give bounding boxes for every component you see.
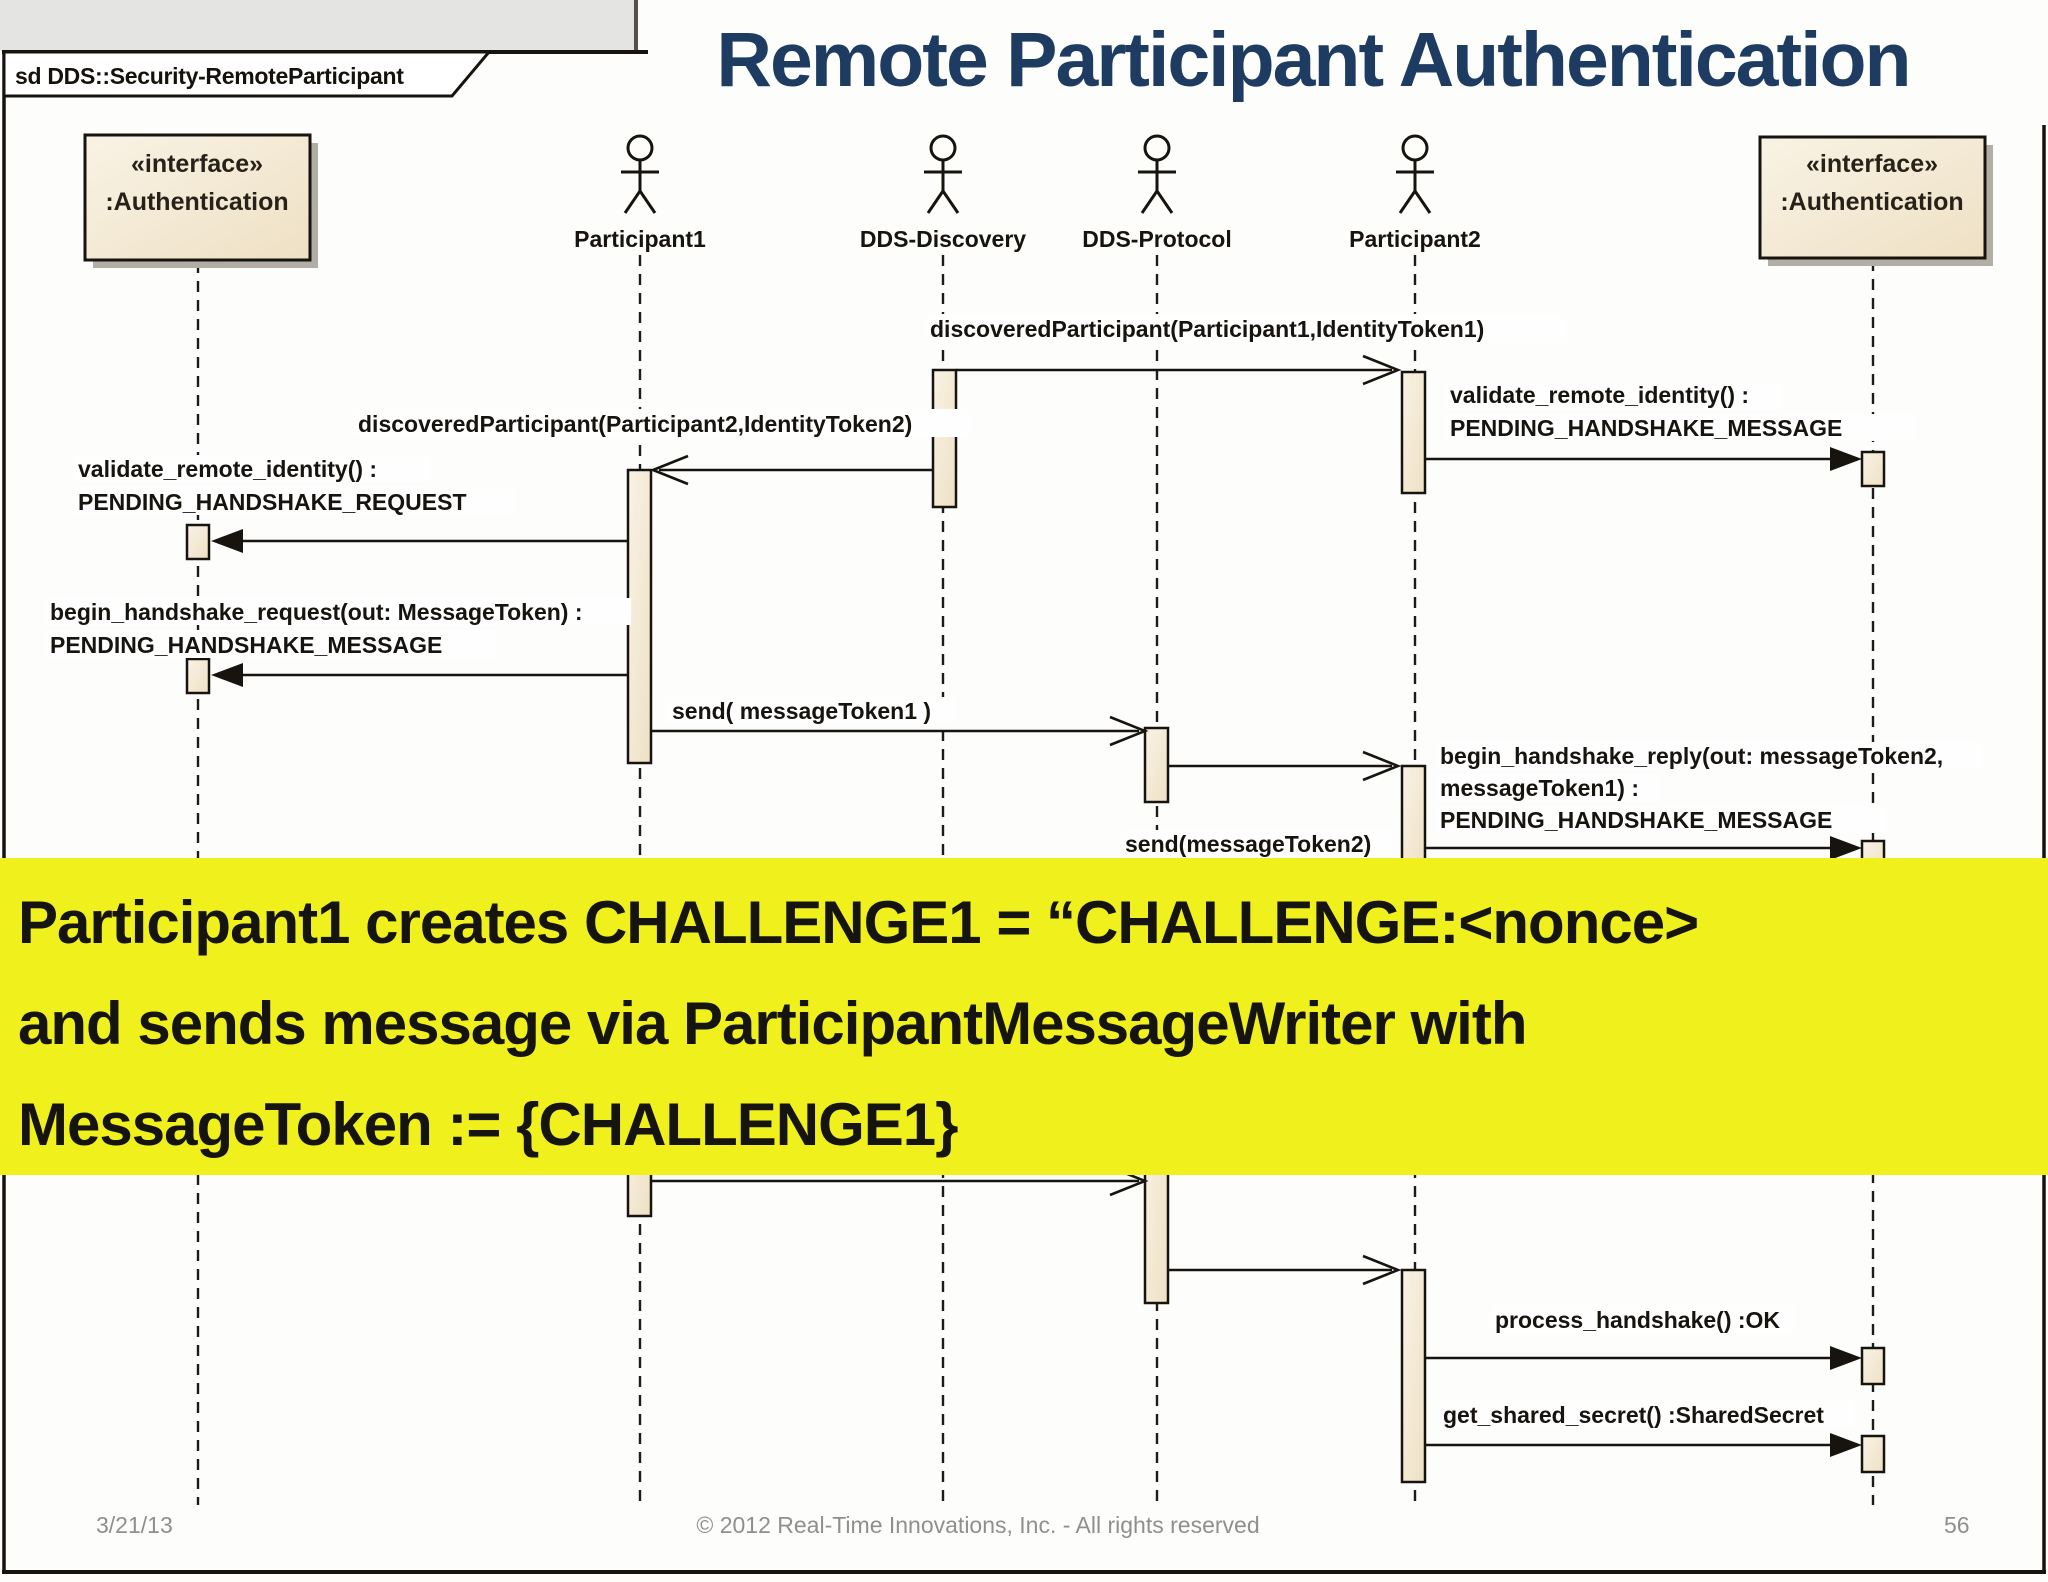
annotation-line-3: MessageToken := {CHALLENGE1}	[18, 1091, 958, 1158]
arrow-begin-handshake-reply	[1425, 836, 1862, 860]
stereotype-label: «interface»	[131, 150, 263, 178]
frame-name-pentagon	[2, 50, 493, 98]
arrow-process-handshake	[1425, 1346, 1862, 1370]
activation-auth-left-2	[185, 657, 211, 695]
activation-auth-right-1	[1860, 450, 1886, 488]
footer-date: 3/21/13	[96, 1512, 173, 1538]
annotation-text: Participant1 creates CHALLENGE1 = “CHALL…	[0, 858, 2048, 1175]
top-gray-band	[0, 0, 634, 51]
actor-participant1: Participant1	[574, 134, 706, 252]
msg-begin-reply-line2: messageToken1) :	[1440, 775, 1639, 801]
actor-label: DDS-Protocol	[1082, 226, 1232, 252]
message-labels: discoveredParticipant(Participant1,Ident…	[50, 316, 1943, 1428]
msg-begin-request-line1: begin_handshake_request(out: MessageToke…	[50, 599, 583, 625]
box-body	[83, 133, 312, 262]
annotation-line-2: and sends message via ParticipantMessage…	[18, 990, 1527, 1057]
activation-auth-right-3	[1860, 1346, 1886, 1386]
activation-participant2-1	[1400, 370, 1427, 495]
msg-get-shared-secret-label: get_shared_secret() :SharedSecret	[1443, 1402, 1824, 1428]
msg-begin-reply-line3: PENDING_HANDSHAKE_MESSAGE	[1440, 807, 1832, 833]
arrow-validate-remote-identity-p1	[211, 529, 627, 553]
activation-auth-right-4	[1860, 1434, 1886, 1474]
annotation-overlay: Participant1 creates CHALLENGE1 = “CHALL…	[0, 858, 2048, 1175]
interface-box-left: «interface» :Authentication	[83, 133, 318, 268]
interface-name-label: :Authentication	[1780, 188, 1963, 216]
interface-name-label: :Authentication	[105, 188, 288, 216]
top-gray-band-edge	[634, 0, 638, 51]
annotation-line-1: Participant1 creates CHALLENGE1 = “CHALL…	[18, 889, 1699, 956]
lifelines	[196, 255, 1875, 1505]
activation-auth-left-1	[185, 523, 211, 561]
interface-box-right: «interface» :Authentication	[1758, 135, 1993, 266]
uml-frame: sd DDS::Security-RemoteParticipant	[2, 50, 2046, 1574]
actor-label: Participant2	[1349, 226, 1481, 252]
msg-validate-p1-line1: validate_remote_identity() :	[78, 456, 377, 482]
arrow-send-messagetoken1	[651, 715, 1149, 747]
activation-participant2-3	[1400, 1268, 1427, 1484]
activation-participant1-1	[626, 468, 653, 765]
arrow-discovered-participant1	[956, 354, 1402, 386]
arrow-discovered-participant2	[649, 454, 933, 486]
msg-validate-p2-line1: validate_remote_identity() :	[1450, 382, 1749, 408]
actor-dds-discovery: DDS-Discovery	[860, 134, 1026, 252]
msg-discovered-p1-label: discoveredParticipant(Participant1,Ident…	[930, 316, 1484, 342]
msg-send-token1-label: send( messageToken1 )	[672, 698, 931, 724]
actor-participant2: Participant2	[1349, 134, 1481, 252]
actor-label: Participant1	[574, 226, 706, 252]
footer-copyright: © 2012 Real-Time Innovations, Inc. - All…	[696, 1512, 1260, 1538]
msg-discovered-p2-label: discoveredParticipant(Participant2,Ident…	[358, 411, 912, 437]
activation-discovery	[931, 368, 958, 509]
msg-validate-p2-line2: PENDING_HANDSHAKE_MESSAGE	[1450, 415, 1842, 441]
actor-dds-protocol: DDS-Protocol	[1082, 134, 1232, 252]
msg-send-token2-label: send(messageToken2)	[1125, 831, 1371, 857]
stereotype-label: «interface»	[1806, 150, 1938, 178]
msg-validate-p1-line2: PENDING_HANDSHAKE_REQUEST	[78, 489, 467, 515]
arrow-begin-handshake-request	[211, 663, 627, 687]
arrow-get-shared-secret	[1425, 1433, 1862, 1457]
footer-page-number: 56	[1944, 1512, 1970, 1538]
page-title: Remote Participant Authentication	[716, 17, 1911, 103]
actor-label: DDS-Discovery	[860, 226, 1026, 252]
frame-tag-label: sd DDS::Security-RemoteParticipant	[15, 63, 404, 89]
msg-begin-reply-line1: begin_handshake_reply(out: messageToken2…	[1440, 743, 1943, 769]
label-backplates	[46, 314, 1981, 1428]
arrow-deliver-messagetoken1	[1168, 750, 1402, 782]
msg-process-handshake-label: process_handshake() :OK	[1495, 1307, 1780, 1333]
arrow-validate-remote-identity-p2	[1425, 447, 1862, 471]
activation-protocol-1	[1143, 726, 1170, 804]
msg-begin-request-line2: PENDING_HANDSHAKE_MESSAGE	[50, 632, 442, 658]
box-body	[1758, 135, 1987, 260]
arrow-deliver-challenge-message	[1168, 1254, 1402, 1286]
